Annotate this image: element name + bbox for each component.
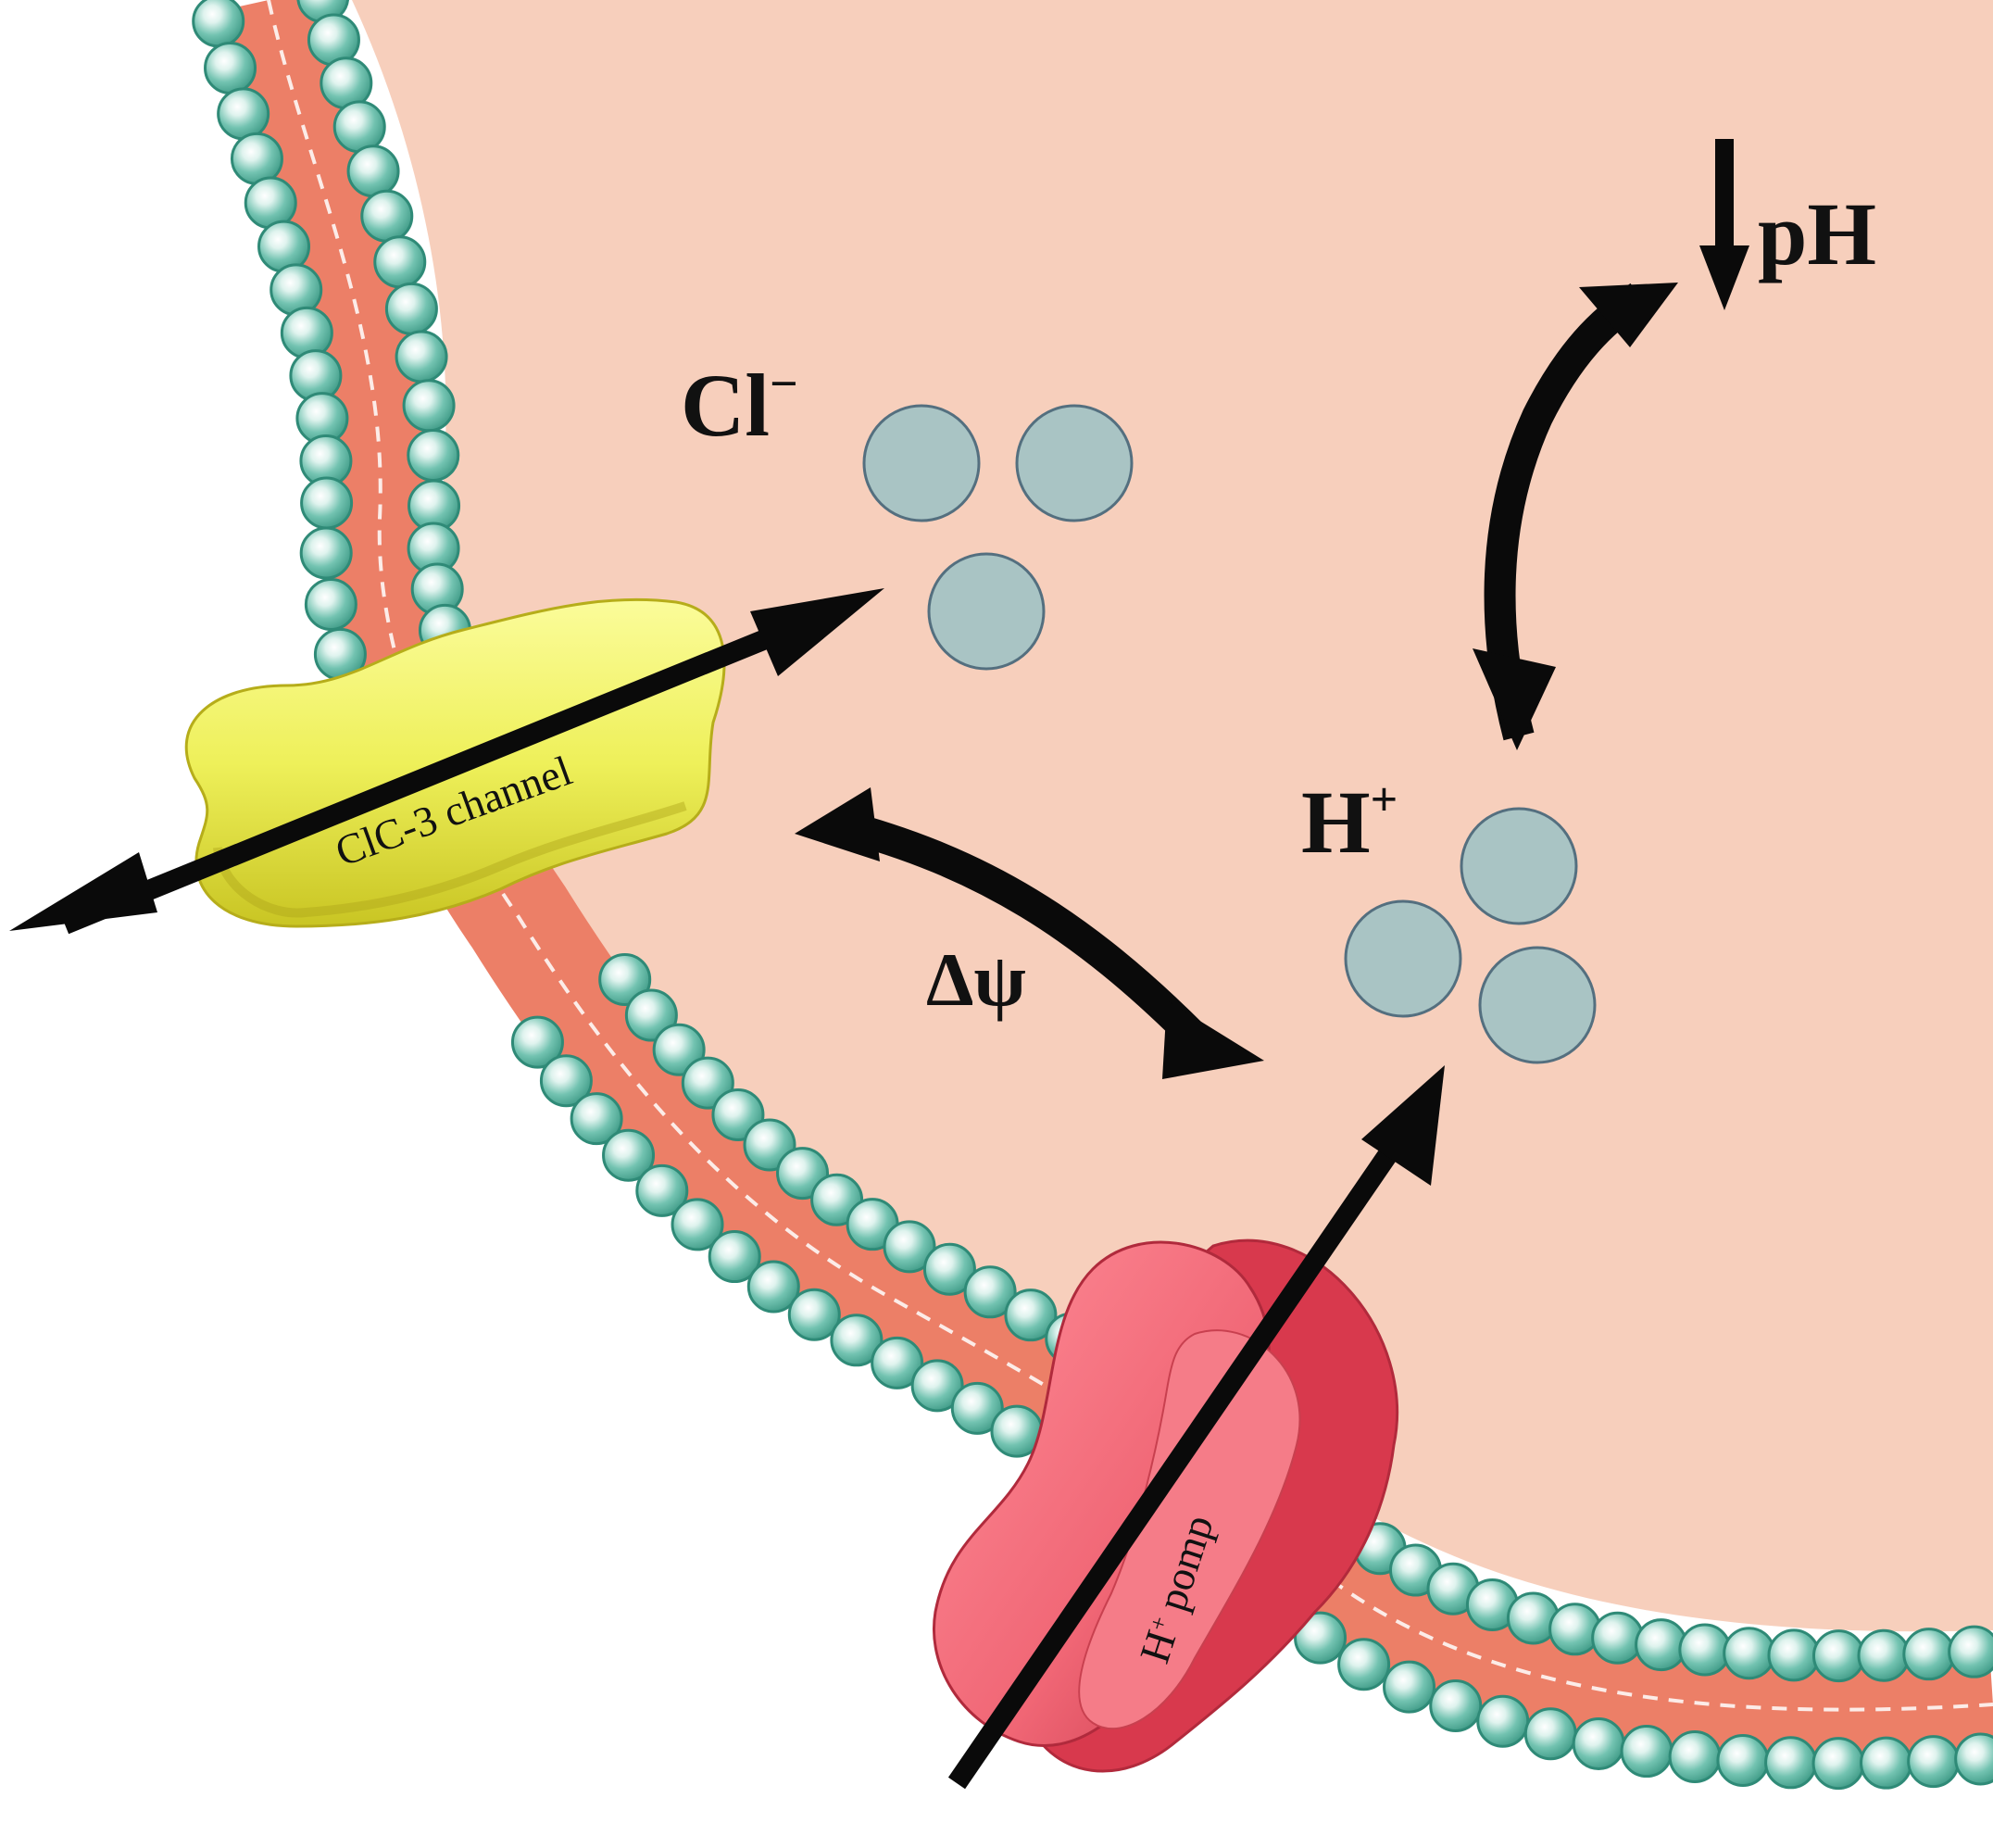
- lipid-head: [1678, 1623, 1732, 1677]
- proton-ion: [1478, 946, 1597, 1064]
- lipid-head: [1620, 1725, 1673, 1779]
- acidification-arrow: [1473, 283, 1678, 750]
- lipid-head: [192, 0, 245, 48]
- lipid-head: [1723, 1627, 1776, 1680]
- lipid-head: [346, 145, 400, 198]
- lipid-head: [304, 577, 357, 631]
- lipid-head: [1811, 1737, 1865, 1791]
- lipid-head: [244, 176, 297, 230]
- lipid-head: [217, 87, 270, 141]
- lipid-head: [332, 100, 386, 154]
- lipid-head: [539, 1054, 593, 1108]
- lipid-head: [635, 1163, 689, 1217]
- lipid-head: [402, 379, 456, 433]
- organelle-lumen: [352, 0, 1993, 1632]
- lipid-head: [1948, 1625, 1993, 1678]
- chloride-ion: [862, 404, 981, 522]
- chloride-transport-arrow: [9, 588, 884, 935]
- lipid-head: [950, 1381, 1004, 1435]
- lipid-head: [395, 330, 448, 383]
- delta-psi-label: Δψ: [926, 937, 1026, 1022]
- proton-ions: [1344, 807, 1597, 1064]
- proton-transport-arrow: [947, 1065, 1445, 1790]
- lipid-head: [602, 1128, 656, 1182]
- lipid-head: [910, 1359, 964, 1413]
- lipid-head: [871, 1336, 924, 1389]
- lipid-head: [708, 1230, 761, 1284]
- lipid-head: [570, 1092, 623, 1146]
- lipid-head: [1767, 1628, 1821, 1682]
- lipid-head: [300, 476, 354, 530]
- lipid-head: [652, 1023, 706, 1076]
- lipid-heads-inner-leaflet: [296, 0, 1993, 1683]
- chloride-ion: [927, 552, 1046, 671]
- lipid-head: [510, 1015, 564, 1069]
- lipid-head: [373, 235, 427, 289]
- lipid-head: [407, 429, 460, 483]
- membrane-potential-arrow: [795, 787, 1264, 1079]
- lipid-head: [1383, 1660, 1436, 1714]
- proton-label: H+: [1301, 773, 1398, 872]
- lipid-head: [1548, 1603, 1602, 1656]
- lipid-head: [269, 263, 323, 317]
- lipid-head: [1811, 1629, 1865, 1683]
- lipid-head: [230, 132, 283, 185]
- lipid-head: [671, 1198, 724, 1251]
- lipid-head: [883, 1220, 936, 1274]
- lipid-head: [360, 189, 414, 243]
- lipid-heads-outer-leaflet: [192, 0, 1993, 1791]
- lipid-head: [1294, 1611, 1347, 1665]
- lipid-head: [624, 988, 678, 1042]
- lipid-head: [320, 57, 373, 110]
- lipid-head: [1572, 1716, 1625, 1770]
- lipid-head: [204, 41, 257, 94]
- lipid-head: [1860, 1736, 1913, 1790]
- lipid-head: [1907, 1735, 1961, 1789]
- down-arrow-icon: [1699, 139, 1749, 310]
- lipid-head: [1476, 1694, 1530, 1748]
- lipid-head: [1591, 1611, 1645, 1665]
- lipid-head: [1902, 1628, 1956, 1681]
- lipid-head: [922, 1242, 976, 1296]
- lipid-head: [299, 526, 353, 580]
- lipid-head: [787, 1288, 841, 1341]
- lipid-head: [963, 1265, 1017, 1319]
- proton-ion: [1460, 807, 1578, 925]
- ph-label: pH: [1758, 184, 1876, 283]
- lipid-head: [1716, 1733, 1770, 1787]
- proton-ion: [1344, 899, 1462, 1018]
- lipid-head: [746, 1260, 800, 1314]
- lipid-head: [1004, 1289, 1058, 1342]
- lipid-head: [1337, 1638, 1391, 1691]
- lipid-head: [1954, 1732, 1993, 1786]
- lipid-head: [384, 282, 438, 335]
- lipid-head: [830, 1314, 884, 1367]
- lipid-tails: [267, 0, 1993, 1712]
- lipid-head: [1523, 1707, 1577, 1761]
- lipid-head: [1668, 1730, 1722, 1784]
- lipid-head: [1857, 1628, 1911, 1682]
- lipid-head: [598, 952, 652, 1006]
- lipid-head: [280, 306, 333, 359]
- lipid-head: [1635, 1618, 1688, 1672]
- lipid-head: [1429, 1678, 1483, 1732]
- chloride-ion: [1015, 404, 1134, 522]
- chloride-label: Cl−: [681, 356, 798, 455]
- lipid-head: [1764, 1736, 1818, 1790]
- proton-pump: H+ pomp: [933, 1238, 1399, 1773]
- chloride-ions: [862, 404, 1134, 671]
